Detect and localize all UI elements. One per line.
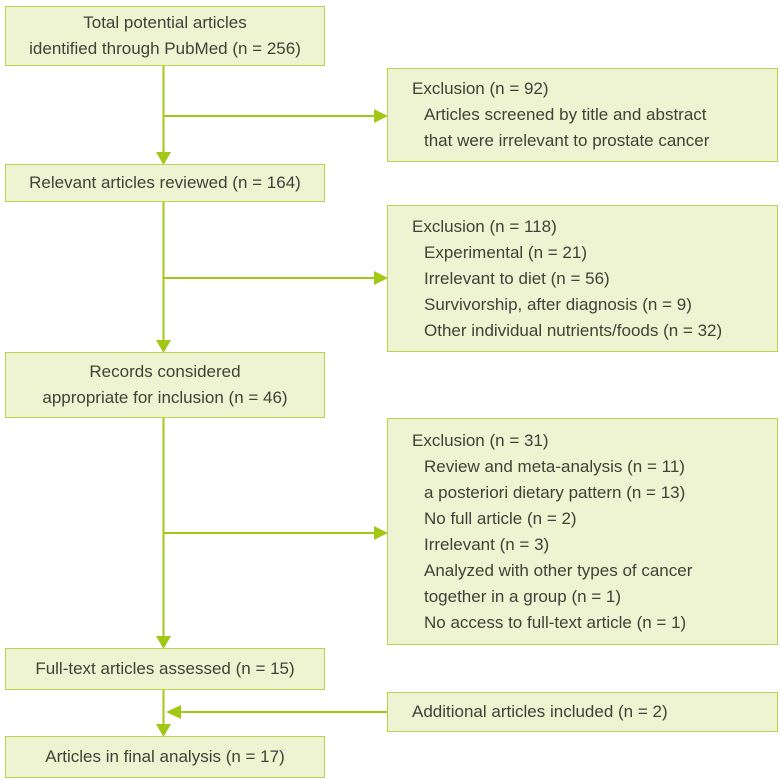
box-line: Survivorship, after diagnosis (n = 9) [424, 294, 692, 314]
box-line: Full-text articles assessed (n = 15) [35, 659, 295, 678]
arrowhead-down-relevant [156, 152, 171, 165]
arrowhead-right-exclusion-3 [374, 526, 388, 540]
box-line: Review and meta-analysis (n = 11) [424, 456, 685, 476]
box-line: a posteriori dietary pattern (n = 13) [424, 482, 686, 502]
box-line: Exclusion (n = 31) [412, 430, 549, 450]
box-line: No full article (n = 2) [424, 508, 577, 528]
box-line: Exclusion (n = 118) [412, 216, 557, 236]
box-line: Relevant articles reviewed (n = 164) [29, 173, 301, 192]
box-line: Articles in final analysis (n = 17) [45, 747, 285, 766]
box-exclusion-3: Exclusion (n = 31) Review and meta-analy… [387, 418, 778, 645]
box-articles-final-analysis: Articles in final analysis (n = 17) [5, 736, 325, 778]
box-line: that were irrelevant to prostate cancer [424, 131, 710, 150]
box-line: appropriate for inclusion (n = 46) [42, 388, 288, 407]
box-line: Other individual nutrients/foods (n = 32… [424, 320, 723, 340]
box-line: Records considered [89, 362, 241, 381]
box-records-considered: Records considered appropriate for inclu… [5, 352, 325, 418]
box-line: Total potential articles [83, 13, 247, 32]
box-line: Irrelevant (n = 3) [424, 534, 550, 554]
box-line: Analyzed with other types of cancer [424, 560, 693, 580]
box-exclusion-2: Exclusion (n = 118) Experimental (n = 21… [387, 205, 778, 352]
box-line: No access to full-text article (n = 1) [424, 612, 687, 632]
arrowhead-right-exclusion-1 [374, 109, 388, 123]
box-line: Additional articles included (n = 2) [412, 702, 668, 721]
arrowhead-left-additional [166, 705, 181, 719]
box-additional-articles-included: Additional articles included (n = 2) [387, 692, 778, 732]
arrowhead-down-fulltext [156, 636, 171, 649]
arrowhead-down-records [156, 340, 171, 353]
box-line: Exclusion (n = 92) [412, 79, 549, 98]
box-line: Articles screened by title and abstract [424, 105, 707, 124]
arrowhead-right-exclusion-2 [374, 271, 388, 285]
box-line: identified through PubMed (n = 256) [29, 39, 301, 58]
box-exclusion-1: Exclusion (n = 92) Articles screened by … [387, 68, 778, 162]
arrowhead-down-final [156, 724, 171, 737]
box-line: Irrelevant to diet (n = 56) [424, 268, 610, 288]
box-line: Experimental (n = 21) [424, 242, 587, 262]
box-total-potential-articles: Total potential articles identified thro… [5, 6, 325, 66]
box-fulltext-articles-assessed: Full-text articles assessed (n = 15) [5, 648, 325, 690]
box-line: together in a group (n = 1) [424, 586, 622, 606]
box-relevant-articles-reviewed: Relevant articles reviewed (n = 164) [5, 164, 325, 202]
